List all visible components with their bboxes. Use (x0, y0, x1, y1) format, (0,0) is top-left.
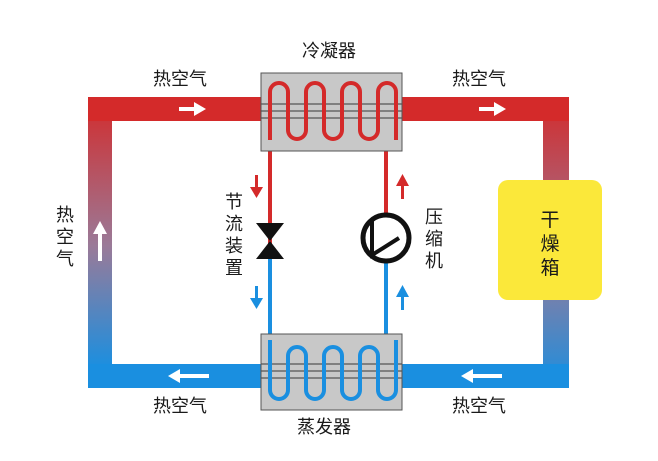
duct-flow-arrows (93, 102, 506, 383)
arrow-left-icon (168, 369, 209, 383)
air-label-left: 热空气 (56, 205, 74, 270)
duct-top-left (88, 97, 263, 121)
pipe-left-hot (268, 130, 272, 255)
air-label-top-right: 热空气 (452, 69, 506, 90)
air-label-bottom-right: 热空气 (452, 396, 506, 417)
pipe-left-cold (268, 255, 272, 345)
condenser-label: 冷凝器 (302, 41, 356, 62)
arrow-right-icon (179, 102, 206, 116)
throttle-label: 节流装置 (225, 192, 243, 279)
condenser-coil (268, 81, 398, 141)
compressor-icon (360, 212, 412, 264)
pipe-right-hot (384, 130, 388, 230)
refrigerant-pipes (268, 130, 388, 345)
arrow-down-icon (250, 286, 263, 309)
arrow-up-icon (93, 221, 107, 261)
arrow-down-icon (250, 175, 263, 198)
arrow-right-icon (479, 102, 506, 116)
pipe-flow-arrows (250, 174, 409, 310)
evaporator-label: 蒸发器 (297, 417, 351, 438)
dryer-box: 干燥箱 (498, 180, 602, 300)
evaporator-coil (268, 340, 398, 401)
air-label-bottom-left: 热空气 (153, 396, 207, 417)
evaporator (260, 333, 403, 411)
arrow-up-icon (396, 174, 409, 199)
condenser (260, 72, 403, 152)
arrow-left-icon (461, 369, 502, 383)
pipe-right-cold (384, 255, 388, 345)
compressor-label: 压缩机 (425, 207, 443, 272)
dryer-label: 干燥箱 (540, 209, 560, 279)
throttle-valve-icon (256, 223, 284, 259)
air-label-top-left: 热空气 (153, 69, 207, 90)
arrow-up-icon (396, 285, 409, 310)
